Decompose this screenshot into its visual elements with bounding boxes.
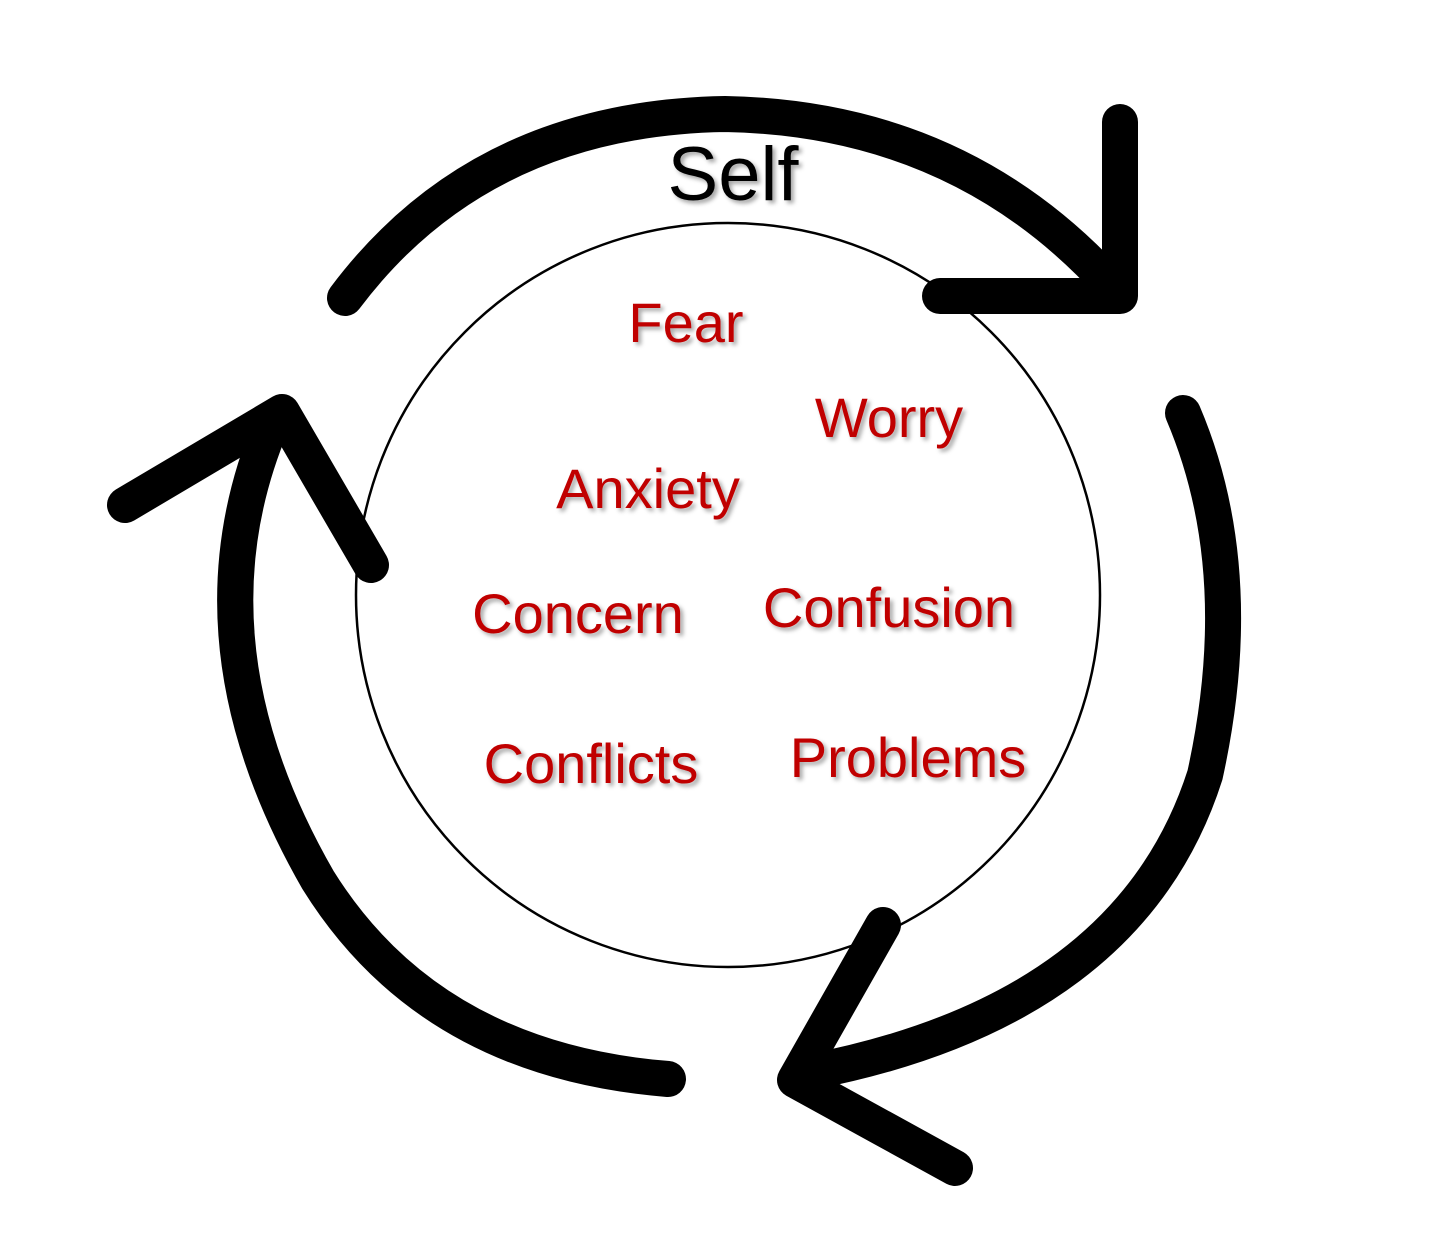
cycle-arrow-right-shaft — [792, 395, 1242, 1090]
inner-circle — [354, 221, 1102, 969]
word-confusion: Confusion — [763, 576, 1015, 639]
word-concern: Concern — [472, 582, 684, 645]
cycle-arrow-left — [107, 394, 686, 1097]
word-problems: Problems — [790, 726, 1027, 789]
cycle-arrow-top-head — [922, 104, 1138, 314]
cycle-arrow-top-shaft — [327, 96, 1130, 316]
cycle-arrow-left-head — [107, 394, 389, 583]
cycle-arrow-right — [777, 395, 1242, 1186]
diagram-title: Self — [668, 132, 800, 217]
word-anxiety: Anxiety — [556, 457, 740, 520]
word-fear: Fear — [628, 291, 743, 354]
word-conflicts: Conflicts — [484, 732, 699, 795]
cycle-arrow-top — [327, 96, 1138, 316]
cycle-arrow-left-shaft — [217, 405, 686, 1097]
cycle-arrow-right-head — [777, 907, 973, 1186]
word-worry: Worry — [815, 386, 963, 449]
